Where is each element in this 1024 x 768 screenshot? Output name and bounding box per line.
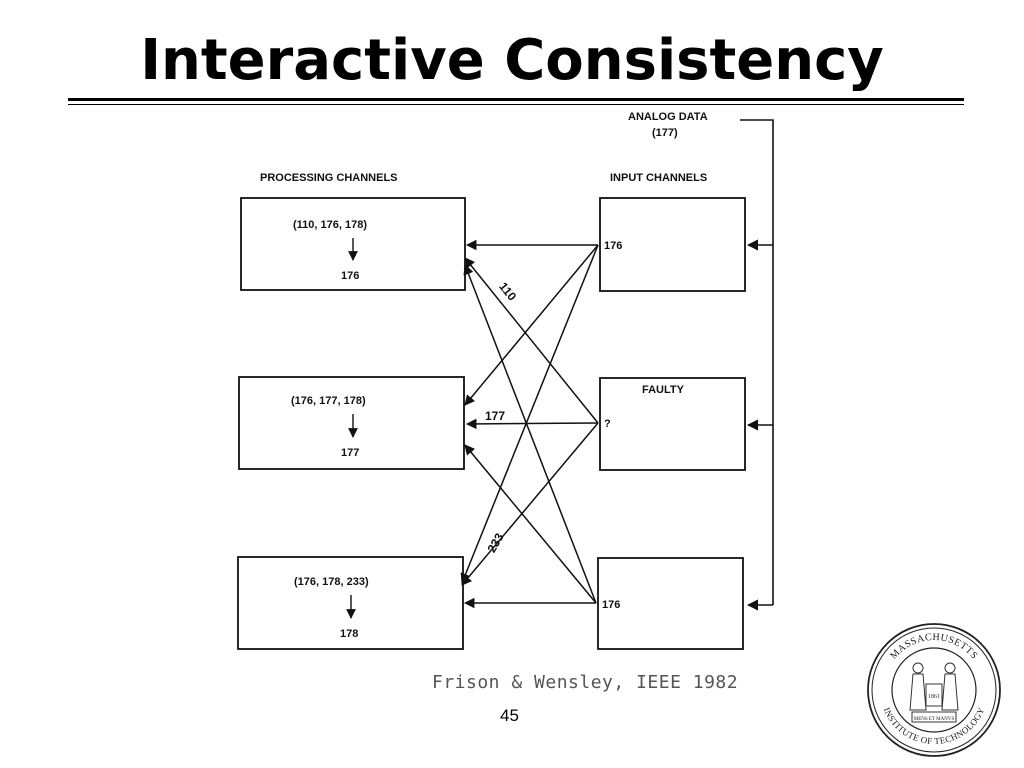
processing-channel-3: (176, 178, 233) 178 <box>237 556 464 650</box>
input-value-2: ? <box>604 418 611 430</box>
edge-label-177: 177 <box>485 409 505 423</box>
edge-label-233: 233 <box>484 530 506 555</box>
input-channel-1: 176 <box>599 197 746 292</box>
title-rule-thick <box>68 98 964 101</box>
channel-connections <box>460 239 599 609</box>
input-faulty-label: FAULTY <box>642 384 685 396</box>
input-channels-header: INPUT CHANNELS <box>610 172 707 184</box>
page-number: 45 <box>500 706 519 725</box>
analog-feed-lines <box>740 119 774 611</box>
processing-set-2: (176, 177, 178) <box>291 395 366 407</box>
processing-result-1: 176 <box>341 270 359 282</box>
input-value-1: 176 <box>604 240 622 252</box>
processing-channel-1: (110, 176, 178) 176 <box>240 197 466 291</box>
processing-channel-2: (176, 177, 178) 177 <box>238 376 465 470</box>
mit-seal: MASSACHUSETTS INSTITUTE OF TECHNOLOGY 18… <box>867 623 1001 757</box>
processing-channels-header: PROCESSING CHANNELS <box>260 172 398 184</box>
analog-data-value: (177) <box>652 127 678 139</box>
seal-motto: MENS ET MANVS <box>914 717 955 722</box>
citation: Frison & Wensley, IEEE 1982 <box>432 672 739 693</box>
seal-figures-emblem <box>909 662 959 723</box>
processing-result-2: 177 <box>341 447 359 459</box>
processing-set-3: (176, 178, 233) <box>294 576 369 588</box>
slide-title: Interactive Consistency <box>140 28 884 93</box>
analog-data-label: ANALOG DATA <box>628 111 708 123</box>
input-channel-faulty: FAULTY ? <box>599 377 746 471</box>
processing-set-1: (110, 176, 178) <box>293 219 367 231</box>
seal-year: 1861 <box>928 694 940 700</box>
title-rule-thin <box>68 104 964 105</box>
input-channel-3: 176 <box>597 557 744 650</box>
processing-result-3: 178 <box>340 628 358 640</box>
input-value-3: 176 <box>602 599 620 611</box>
